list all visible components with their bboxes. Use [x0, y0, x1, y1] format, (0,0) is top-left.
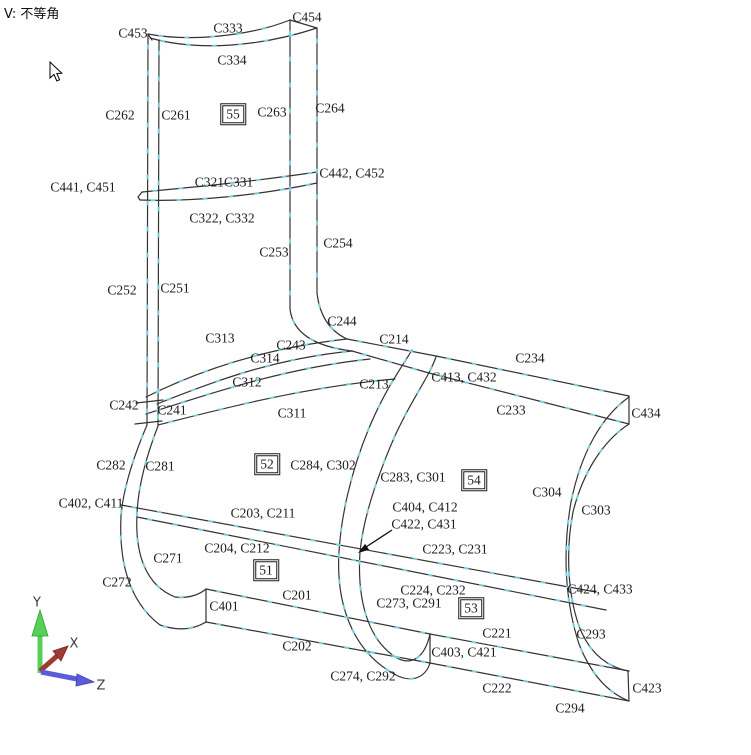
curve-label: C271 [153, 550, 183, 566]
curve-label: C242 [109, 397, 139, 413]
surface-id-badge: 51 [253, 559, 279, 581]
y-axis-arrow [31, 608, 49, 673]
curve-C203-C211-C223-C231 [120, 504, 597, 593]
surface-id-badge: 53 [458, 597, 484, 619]
curve-label: C304 [532, 484, 562, 500]
axis-triad [31, 608, 96, 687]
curve-C322-C332 [139, 182, 318, 201]
curve-C334 [149, 27, 318, 47]
curve-label: C254 [323, 235, 353, 251]
curve-label: C403, C421 [431, 644, 497, 660]
curve-label: C333 [213, 20, 243, 36]
annotation-leader-arrow [358, 529, 393, 553]
mesh-seed-ticks [119, 26, 622, 698]
curve-label: C294 [555, 700, 585, 716]
curve-label: C284, C302 [290, 457, 356, 473]
curve-label: C303 [581, 502, 611, 518]
z-axis-arrow [40, 669, 96, 687]
curve-C243 [289, 308, 353, 352]
edge-C441-C451 [137, 191, 143, 201]
curve-label: C423 [632, 680, 662, 696]
mouse-cursor [49, 60, 63, 82]
curve-C284-C274 [338, 349, 431, 680]
curve-C311 [157, 378, 396, 426]
curve-label: C311 [277, 405, 307, 421]
curve-label: C253 [259, 244, 289, 260]
curve-label: C322, C332 [189, 210, 255, 226]
curve-label: C261 [161, 107, 191, 123]
z-axis-label: Z [96, 678, 106, 694]
curve-C233 [428, 372, 630, 425]
curve-label: C264 [315, 100, 345, 116]
curve-C244 [316, 292, 348, 340]
curve-label: C274, C292 [330, 668, 396, 684]
curve-label: C223, C231 [422, 541, 488, 557]
edge-C242 [135, 399, 164, 404]
curve-label: C314 [250, 350, 280, 366]
curve-label: C262 [105, 107, 135, 123]
curve-C333 [147, 19, 291, 39]
curve-label: C313 [205, 330, 235, 346]
curve-label: C243 [276, 337, 306, 353]
curve-C204-C212-C224-C232 [136, 516, 607, 611]
curve-label: C203, C211 [230, 505, 296, 521]
surface-id-badge: 54 [461, 469, 487, 491]
curve-label: C312 [232, 374, 262, 390]
curve-label: C241 [157, 402, 187, 418]
curve-label: C454 [292, 9, 322, 25]
curve-label: C434 [631, 405, 661, 421]
edge-C423 [627, 670, 630, 702]
curve-label: C202 [282, 638, 312, 654]
surface-id-badge: 52 [254, 453, 280, 475]
curve-C312 [145, 358, 371, 415]
curve-label: C234 [515, 350, 545, 366]
curve-label: C204, C212 [204, 540, 270, 556]
curve-label: C321C331 [194, 174, 254, 190]
curve-C281-C271 [136, 425, 207, 598]
x-axis-arrow [38, 645, 69, 673]
curve-C304-C293 [568, 423, 630, 672]
curve-label: C263 [257, 104, 287, 120]
curve-label: C404, C412 [392, 499, 458, 515]
curve-label: C401 [209, 598, 239, 614]
curve-label: C233 [496, 402, 526, 418]
curve-label: C201 [282, 587, 312, 603]
curve-label: C413, C432 [431, 369, 497, 385]
view-title: V: 不等角 [4, 7, 60, 22]
curve-label: C222 [482, 680, 512, 696]
curve-C282-C272 [120, 424, 207, 630]
curve-label: C273, C291 [376, 595, 442, 611]
curve-label: C244 [327, 313, 357, 329]
curve-label: C293 [576, 626, 606, 642]
curve-C314 [156, 350, 353, 405]
curve-label: C334 [217, 52, 247, 68]
curve-label: C442, C452 [319, 165, 385, 181]
curve-label: C221 [482, 625, 512, 641]
curve-label: C214 [379, 331, 409, 347]
x-axis-label: X [69, 636, 79, 652]
edge-C454 [289, 19, 318, 29]
curve-C313 [145, 338, 348, 398]
curve-label: C281 [145, 458, 175, 474]
curve-label: C422, C431 [391, 516, 457, 532]
curve-C321-C331 [141, 171, 318, 193]
edge-C241 [134, 420, 163, 425]
surface-id-badge: 55 [220, 103, 246, 125]
curve-C234 [435, 355, 630, 397]
edge-C453 [147, 33, 153, 41]
curve-label: C283, C301 [380, 469, 446, 485]
curve-label: C402, C411 [58, 495, 124, 511]
curve-label: C251 [160, 280, 190, 296]
curve-label: C272 [102, 574, 132, 590]
y-axis-label: Y [33, 595, 41, 611]
curve-label: C252 [107, 282, 137, 298]
curve-label: C453 [118, 25, 148, 41]
curve-label: C213 [359, 376, 389, 392]
curve-label: C282 [96, 457, 126, 473]
curve-label: C441, C451 [50, 179, 116, 195]
curve-label: C224, C232 [400, 582, 466, 598]
curve-label: C424, C433 [567, 581, 633, 597]
